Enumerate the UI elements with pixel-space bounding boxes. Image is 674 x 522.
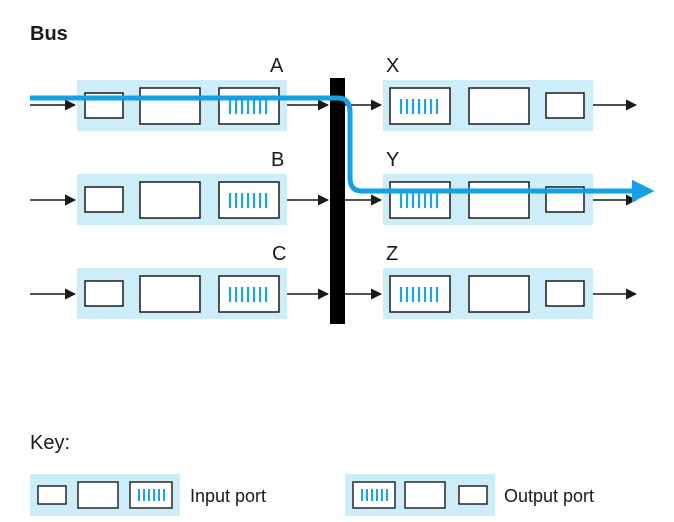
output-port-z-queue-packets: [399, 287, 439, 302]
input-port-c-queue-packets: [228, 287, 268, 302]
input-port-b-queue-packets: [228, 193, 268, 208]
input-port-c-processing-box: [139, 275, 201, 313]
key-input-queue: [129, 481, 173, 509]
output-port-x-queue-packets: [399, 99, 439, 114]
key-output-port: Output port: [345, 474, 594, 516]
input-port-c-small-buffer: [84, 280, 124, 307]
input-port-a: A: [30, 55, 330, 131]
output-port-z-small-buffer: [545, 280, 585, 307]
output-port-label-z: Z: [386, 243, 398, 265]
input-port-c-queue: [218, 275, 280, 313]
input-port-label-a: A: [270, 55, 284, 77]
input-port-label-b: B: [271, 149, 284, 171]
key-input-port: Input port: [30, 474, 266, 516]
key-input-small-buffer: [37, 485, 67, 505]
output-port-x-small-buffer: [545, 92, 585, 119]
output-port-y: Y: [345, 149, 638, 225]
input-port-b-small-buffer: [84, 186, 124, 213]
input-port-b-processing-box: [139, 181, 201, 219]
key-output-queue: [352, 481, 396, 509]
output-port-x: X: [345, 55, 638, 131]
output-port-y-processing-box: [468, 181, 530, 219]
key-output-queue-packets: [361, 489, 388, 501]
key-output-processing-box: [404, 481, 446, 509]
shared-bus: [330, 78, 345, 324]
input-port-a-queue-packets: [228, 99, 268, 114]
input-port-a-processing-box: [139, 87, 201, 125]
output-port-z-processing-box: [468, 275, 530, 313]
input-port-c: C: [30, 243, 330, 319]
output-port-y-queue-packets: [399, 193, 439, 208]
key-output-port-label: Output port: [504, 486, 594, 506]
key-input-processing-box: [77, 481, 119, 509]
key-input-port-label: Input port: [190, 486, 266, 506]
key-input-queue-packets: [138, 489, 165, 501]
input-port-label-c: C: [272, 243, 286, 265]
output-port-x-processing-box: [468, 87, 530, 125]
key-output-small-buffer: [458, 485, 488, 505]
output-port-z: Z: [345, 243, 638, 319]
output-port-label-x: X: [386, 55, 399, 77]
output-port-label-y: Y: [386, 149, 399, 171]
key-heading: Key:: [30, 432, 70, 454]
packet-path-arrow: [30, 95, 655, 203]
diagram-title: Bus: [30, 23, 68, 45]
input-port-b: B: [30, 149, 330, 225]
